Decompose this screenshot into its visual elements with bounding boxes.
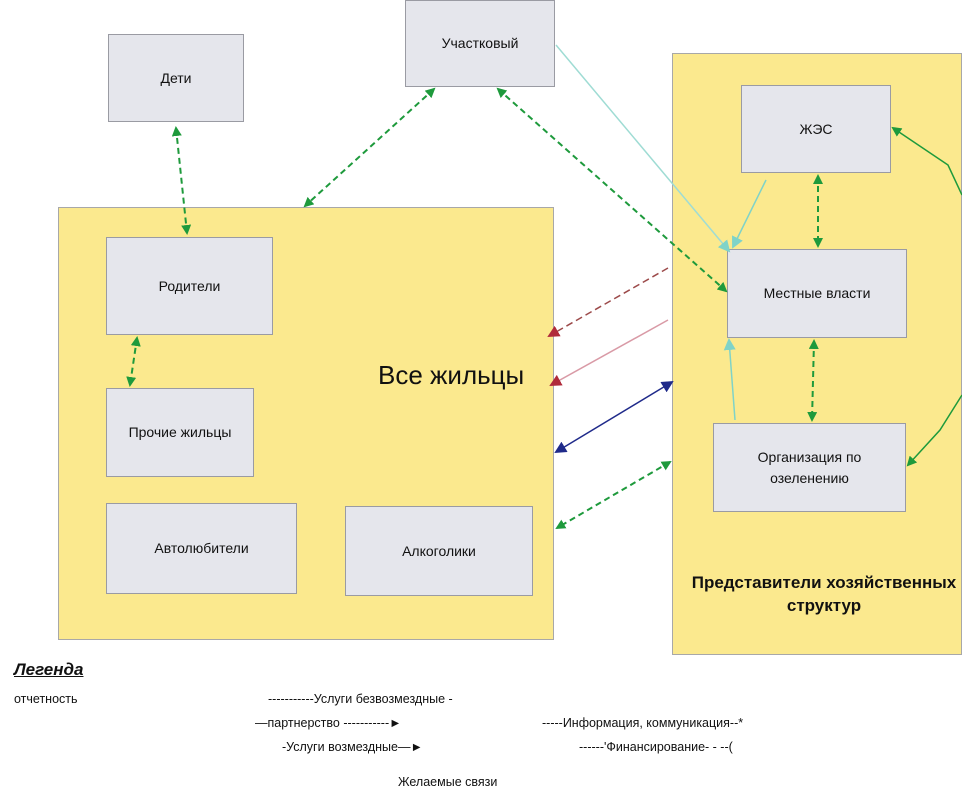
edge-uchastkovy-residents <box>303 87 436 208</box>
edge-roditeli-prochie <box>126 336 141 387</box>
legend-line-3: —партнерство -----------► <box>255 716 402 730</box>
residents-region-label: Все жильцы <box>378 360 525 390</box>
edge-mestnye-organizaciya <box>807 339 819 422</box>
edge-right-curve-organizaciya <box>906 394 962 467</box>
node-uchastkovy: Участковый <box>405 0 555 87</box>
edge-business-residents-pink <box>549 319 669 386</box>
edge-organizaciya-mestnye-teal <box>723 338 736 421</box>
node-avtolyubiteli: Автолюбители <box>106 503 297 594</box>
legend-line-6: ------'Финансирование- - --( <box>579 740 733 754</box>
legend-line-5: -Услуги возмездные—► <box>282 740 423 754</box>
legend-line-1: отчетность <box>14 692 78 706</box>
edge-zhes-mestnye-teal <box>732 179 767 249</box>
legend-line-4: -----Информация, коммуникация--* <box>542 716 744 730</box>
legend-line-7: Желаемые связи <box>398 775 498 789</box>
edge-business-residents-navy <box>554 380 674 454</box>
node-alkogoliki: Алкоголики <box>345 506 533 596</box>
legend-title: Легенда <box>14 660 84 679</box>
edge-right-curve-zhes <box>891 126 962 196</box>
node-zhes: ЖЭС <box>741 85 891 173</box>
edge-uchastkovy-mestnye-teal <box>555 44 731 253</box>
edge-uchastkovy-mestnye <box>496 87 728 293</box>
business-region-label: Представители хозяйственных структур <box>691 573 957 615</box>
node-deti: Дети <box>108 34 244 122</box>
edge-deti-roditeli <box>171 126 192 235</box>
node-organizaciya-po-ozeleneniyu: Организация по озеленению <box>713 423 906 512</box>
legend-line-2: -----------Услуги безвозмездные - <box>268 692 453 706</box>
node-roditeli: Родители <box>106 237 273 335</box>
edge-business-residents-darkred <box>547 267 669 337</box>
node-prochie-zhiltsy: Прочие жильцы <box>106 388 254 477</box>
node-mestnye-vlasti: Местные власти <box>727 249 907 338</box>
edge-business-residents-green <box>555 460 672 530</box>
